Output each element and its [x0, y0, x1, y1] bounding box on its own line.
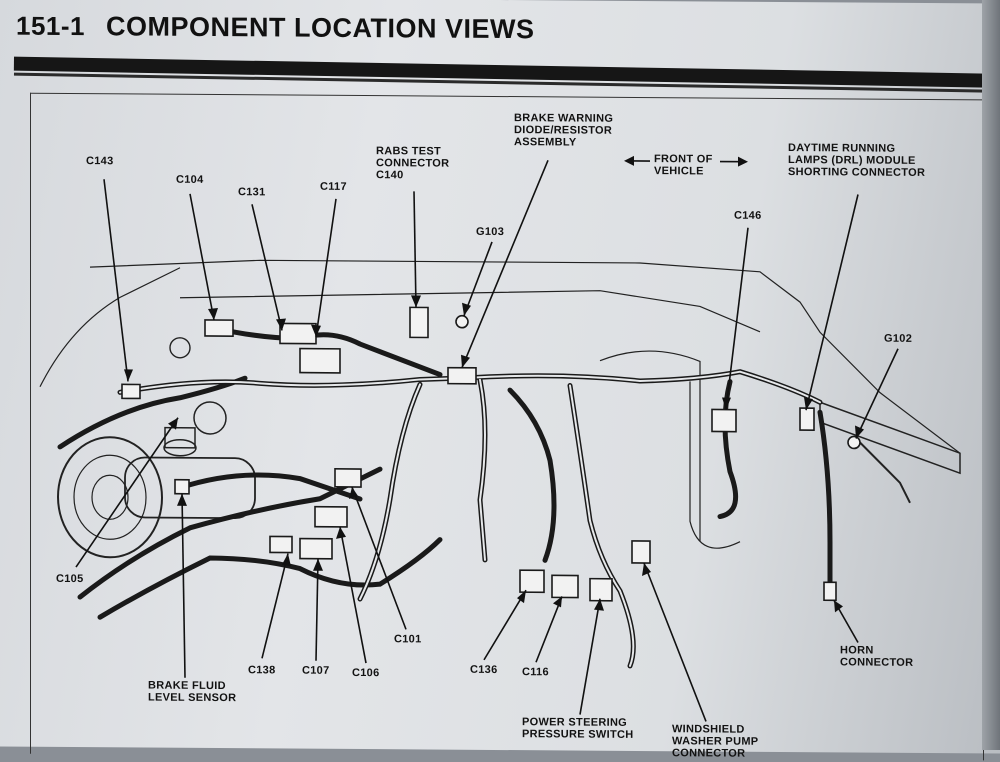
leader-drl: [806, 194, 858, 410]
leader-washer: [644, 563, 706, 721]
harness-branch-mid: [510, 390, 554, 560]
leader-c104: [190, 194, 214, 320]
c107-connector: [300, 539, 332, 559]
brake-diode-assembly: [448, 368, 476, 384]
leader-c101: [352, 487, 406, 629]
label-c136: C136: [470, 664, 498, 676]
label-c106: C106: [352, 667, 380, 679]
c104-connector: [205, 320, 233, 336]
leader-c138: [262, 553, 288, 658]
label-c107: C107: [302, 665, 330, 677]
firewall-line: [180, 288, 760, 332]
strut-tower: [690, 381, 740, 548]
c131-connector: [280, 323, 316, 343]
leader-g102: [856, 348, 898, 438]
leader-c143: [104, 179, 128, 381]
c106-connector: [315, 507, 347, 527]
leader-c140: [414, 191, 416, 307]
c138-connector: [270, 536, 292, 552]
leader-brake-fluid: [182, 494, 185, 678]
drl-shorting-connector: [800, 408, 814, 430]
harness-lower3: [180, 474, 360, 499]
leader-c131: [252, 204, 282, 330]
label-c101: C101: [394, 633, 422, 645]
c136-connector: [520, 570, 544, 592]
page-edge-shadow: [982, 0, 1000, 750]
fender-left: [40, 267, 180, 388]
label-c116: C116: [522, 666, 549, 678]
label-power-steering-pressure-switch: POWER STEERING PRESSURE SWITCH: [522, 716, 633, 741]
cowl-outline: [90, 259, 960, 453]
leader-c117: [316, 199, 336, 337]
ps-switch: [590, 579, 612, 601]
c116-connector: [552, 575, 578, 597]
horn-connector: [824, 582, 836, 600]
label-c138: C138: [248, 664, 276, 676]
leader-brake-diode: [462, 160, 548, 369]
label-c117: C117: [320, 181, 347, 193]
c117-connector: [300, 349, 340, 373]
label-c131: C131: [238, 186, 266, 198]
label-rabs-test-connector: RABS TEST CONNECTOR C140: [376, 145, 449, 182]
label-brake-fluid-level-sensor: BRAKE FLUID LEVEL SENSOR: [148, 680, 236, 705]
g103-ground: [456, 316, 468, 328]
label-windshield-washer-pump: WINDSHIELD WASHER PUMP CONNECTOR: [672, 723, 758, 760]
harness-branch-right: [570, 385, 633, 665]
label-c105: C105: [56, 573, 84, 585]
c143-connector: [122, 384, 140, 398]
c146-connector: [712, 409, 736, 431]
leader-ps: [580, 599, 600, 715]
label-c104: C104: [176, 174, 204, 186]
harness-branch-down: [360, 384, 420, 599]
label-front-of-vehicle: FRONT OF VEHICLE: [654, 153, 713, 177]
label-drl-shorting-connector: DAYTIME RUNNING LAMPS (DRL) MODULE SHORT…: [788, 142, 925, 179]
harness-branch-horn: [820, 412, 830, 587]
label-horn-connector: HORN CONNECTOR: [840, 644, 913, 669]
label-g102: G102: [884, 333, 912, 345]
washer-pump-connector: [632, 541, 650, 563]
g102-ground: [848, 436, 860, 448]
leader-c116: [536, 596, 562, 662]
c140-connector: [410, 307, 428, 337]
leader-c136: [484, 590, 526, 660]
label-brake-warning-diode: BRAKE WARNING DIODE/RESISTOR ASSEMBLY: [514, 112, 613, 149]
label-g103: G103: [476, 226, 504, 238]
label-c143: C143: [86, 155, 114, 167]
label-c146: C146: [734, 210, 762, 222]
brake-fluid-sensor: [175, 480, 189, 494]
c101-connector: [335, 469, 361, 487]
